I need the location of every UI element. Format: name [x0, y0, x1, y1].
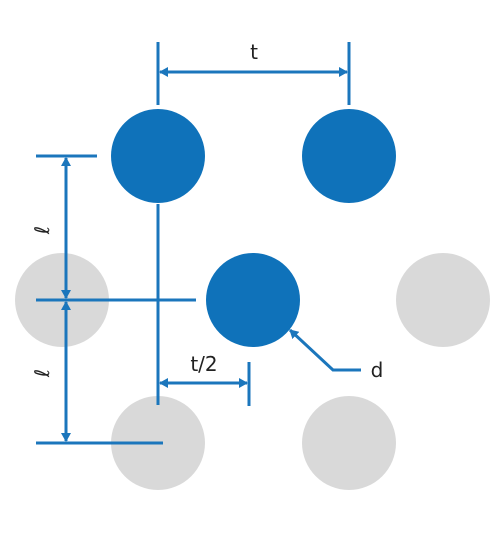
pitch-label: t	[250, 40, 258, 64]
half-pitch-label: t/2	[190, 352, 217, 376]
row-spacing-lower-label: ℓ	[30, 369, 54, 378]
hole-active-center	[206, 253, 300, 347]
hole-active-top-left	[111, 109, 205, 203]
row-spacing-upper-label: ℓ	[30, 226, 54, 235]
diameter-leader-line	[288, 328, 361, 372]
hole-active-top-right	[302, 109, 396, 203]
diameter-label: d	[371, 358, 384, 382]
hole-inactive-right-middle	[396, 253, 490, 347]
hole-inactive-bottom-right	[302, 396, 396, 490]
